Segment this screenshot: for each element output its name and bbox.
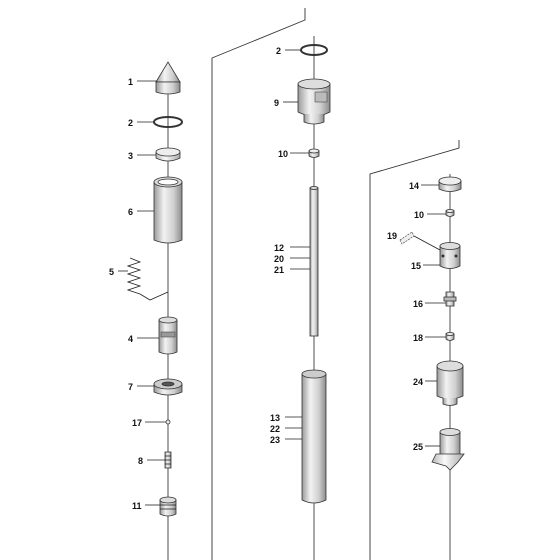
- callout-8: 8: [138, 456, 143, 466]
- callout-5: 5: [109, 267, 114, 277]
- part-13-outer-tube: [301, 369, 327, 504]
- callout-14: 14: [409, 181, 419, 191]
- callout-11: 11: [132, 501, 142, 511]
- part-15-valve-body: [439, 242, 461, 269]
- callout-2-middle: 2: [276, 46, 281, 56]
- part-17-ball: [165, 419, 171, 425]
- callout-7: 7: [128, 382, 133, 392]
- callout-10-right: 10: [414, 210, 424, 220]
- callout-9: 9: [274, 98, 279, 108]
- part-8-fitting: [164, 451, 172, 469]
- callout-24: 24: [413, 377, 423, 387]
- callout-13: 13: [270, 413, 280, 423]
- part-5-spring: [126, 257, 169, 301]
- part-7-bearing: [153, 378, 183, 396]
- callout-22: 22: [270, 424, 280, 434]
- callout-19: 19: [387, 231, 397, 241]
- part-1-nozzle-tip: [155, 61, 181, 95]
- part-24-housing: [436, 360, 464, 406]
- callout-15: 15: [411, 261, 421, 271]
- callout-21: 21: [274, 265, 284, 275]
- part-3-seal: [155, 147, 181, 162]
- part-19-screw: [399, 231, 441, 251]
- assembly-frame-left: [211, 8, 306, 560]
- callout-labels: 1 2 3 6 5 4 7 17 8 11 2 9 10 12 20 21 13…: [109, 46, 424, 511]
- callout-16: 16: [413, 299, 423, 309]
- callout-3: 3: [128, 151, 133, 161]
- callout-1: 1: [128, 77, 133, 87]
- part-25-quick-coupler: [431, 428, 465, 471]
- callout-23: 23: [270, 435, 280, 445]
- callout-17: 17: [132, 418, 142, 428]
- part-10-ring-right: [445, 209, 455, 217]
- callout-10-middle: 10: [278, 149, 288, 159]
- leader-lines: [118, 49, 446, 506]
- part-9-coupler: [297, 78, 331, 125]
- part-16-nipple: [443, 291, 457, 307]
- callout-4: 4: [128, 334, 133, 344]
- part-6-sleeve: [153, 176, 183, 244]
- part-11-nut: [159, 496, 177, 517]
- callout-2-left: 2: [128, 118, 133, 128]
- assembly-frame-right: [369, 140, 460, 560]
- callout-12: 12: [274, 243, 284, 253]
- callout-25: 25: [413, 442, 423, 452]
- part-18-ring: [445, 332, 455, 341]
- callout-18: 18: [413, 333, 423, 343]
- part-4-body: [158, 316, 178, 355]
- part-14-cap: [438, 176, 462, 192]
- callout-6: 6: [128, 207, 133, 217]
- callout-20: 20: [274, 254, 284, 264]
- part-10-ring-middle: [308, 148, 320, 158]
- part-12-lance-tube: [309, 186, 319, 337]
